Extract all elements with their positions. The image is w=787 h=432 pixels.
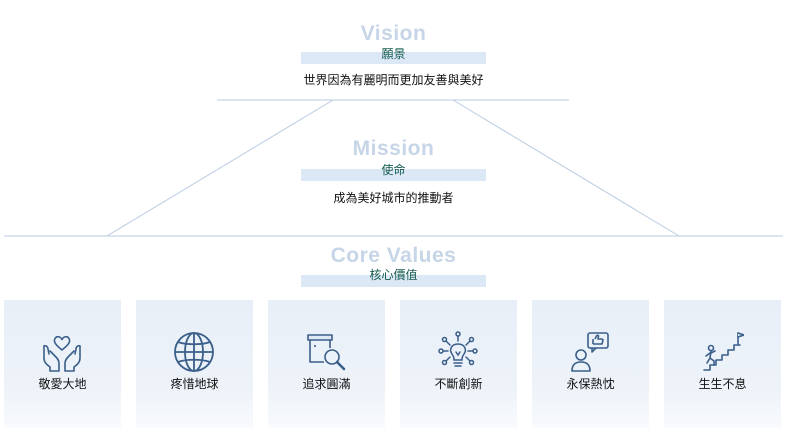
vision-title: Vision	[360, 22, 427, 45]
value-card-4: 不斷創新	[400, 300, 517, 428]
value-label: 追求圓滿	[302, 377, 351, 391]
mission-subtitle-band	[301, 169, 486, 181]
mission-title: Mission	[352, 137, 435, 160]
left-diagonal	[106, 99, 334, 237]
core-values-title: Core Values	[330, 244, 457, 267]
value-label: 生生不息	[698, 377, 747, 391]
value-card-2: 疼惜地球	[136, 300, 253, 428]
value-label: 不斷創新	[434, 377, 483, 391]
core-values-cards: 敬愛大地 疼惜地球 追求圓滿	[4, 300, 783, 428]
value-label: 永保熱忱	[566, 377, 615, 391]
person-thumbs-up-icon	[571, 332, 609, 372]
value-label: 敬愛大地	[38, 377, 87, 391]
value-card-5: 永保熱忱	[532, 300, 649, 428]
vision-subtitle: 願景	[381, 47, 406, 61]
lightbulb-network-icon	[438, 331, 478, 367]
vision-subtitle-band	[301, 52, 486, 64]
value-card-1: 敬愛大地	[4, 300, 121, 428]
value-card-6: 生生不息	[664, 300, 781, 428]
mission-subtitle: 使命	[381, 163, 406, 177]
globe-icon	[174, 332, 214, 372]
document-magnifier-icon	[307, 334, 346, 371]
core-values-subtitle: 核心價值	[369, 268, 418, 282]
climbing-stairs-flag-icon	[703, 332, 744, 371]
vision-statement: 世界因為有麗明而更加友善與美好	[303, 73, 484, 87]
mission-statement: 成為美好城市的推動者	[333, 191, 454, 205]
right-diagonal	[452, 99, 680, 237]
core-values-subtitle-band	[301, 275, 486, 287]
hands-heart-icon	[43, 335, 81, 372]
value-card-3: 追求圓滿	[268, 300, 385, 428]
value-label: 疼惜地球	[170, 377, 219, 391]
